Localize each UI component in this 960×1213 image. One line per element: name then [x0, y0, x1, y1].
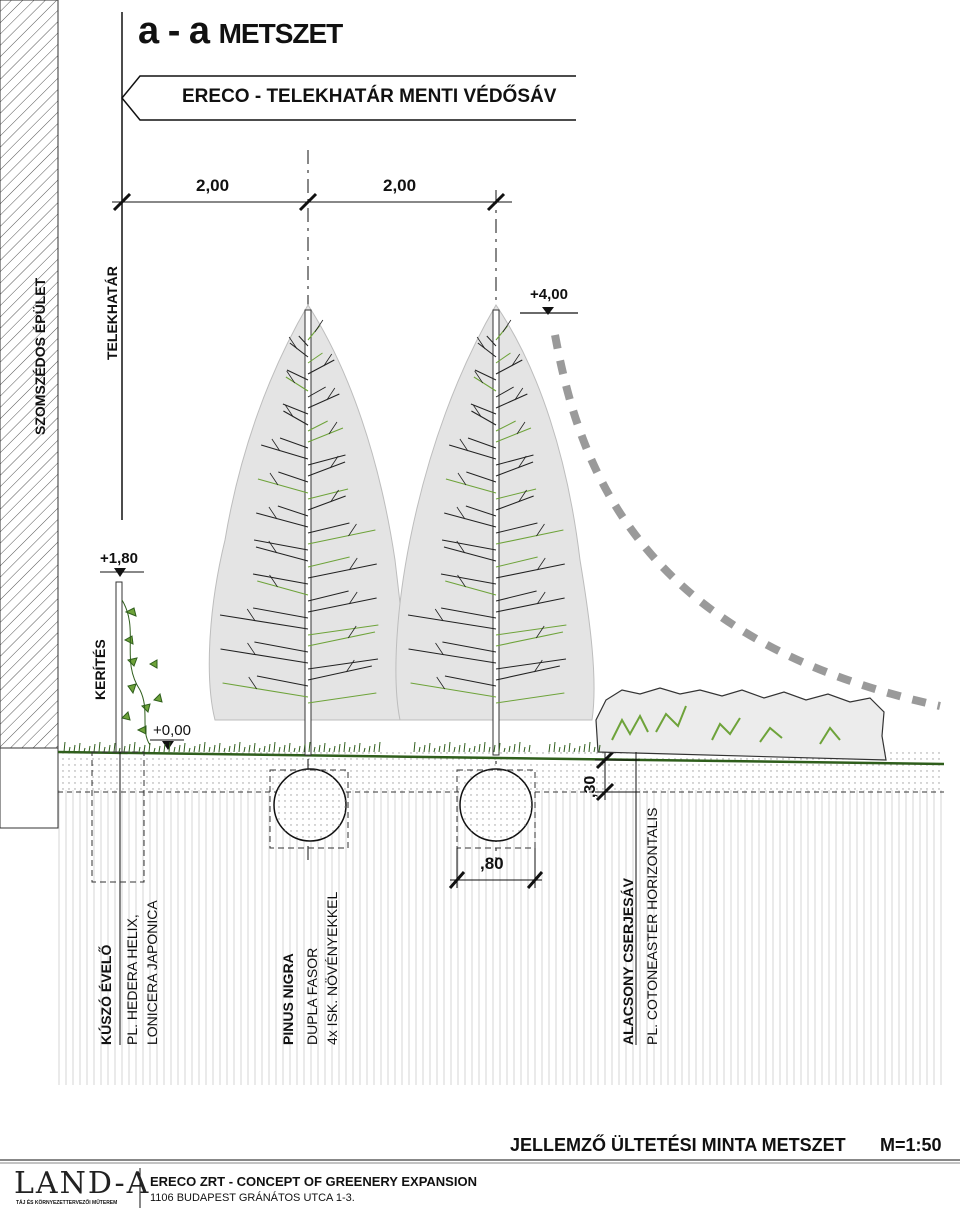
creeper-pit	[91, 751, 145, 883]
section-title-main: a - a	[138, 10, 210, 52]
footer-project: ERECO ZRT - CONCEPT OF GREENERY EXPANSIO…	[150, 1174, 477, 1189]
plant-creeper-detail-2: LONICERA JAPONICA	[144, 900, 160, 1045]
plant-shrub-name: ALACSONY CSERJESÁV	[620, 877, 636, 1045]
grass	[63, 741, 601, 753]
level-marker-icon	[542, 307, 554, 315]
neighbor-building-base	[0, 747, 59, 829]
level-marker-icon	[162, 741, 174, 750]
dimension-span-2: 2,00	[383, 176, 417, 195]
header-banner: ERECO - TELEKHATÁR MENTI VÉDŐSÁV	[182, 86, 557, 107]
climber-stem	[121, 599, 151, 746]
soil-depth-label: ,30	[582, 775, 599, 798]
property-line-label: TELEKHATÁR	[104, 266, 120, 360]
planting-pit-2	[456, 769, 536, 849]
plant-shrub-detail-1: PL. COTONEASTER HORIZONTALIS	[644, 807, 660, 1045]
level-fence-label: +1,80	[100, 550, 138, 567]
section-title-suffix: METSZET	[218, 18, 344, 49]
climber-leaves	[121, 607, 163, 735]
shrub-band	[595, 687, 887, 761]
level-marker-icon	[114, 568, 126, 577]
pit-dimension-ticks	[448, 871, 544, 889]
neighbor-building-label: SZOMSZÉDOS ÉPÜLET	[32, 277, 48, 435]
plant-pine-detail-2: 4x ISK. NÖVÉNYEKKEL	[324, 891, 340, 1045]
neighbor-building-hatch	[0, 0, 59, 749]
planting-pit-1	[269, 769, 349, 849]
plant-creeper-detail-1: PL. HEDERA HELIX,	[124, 914, 140, 1045]
plant-creeper-name: KÚSZÓ ÉVELŐ	[98, 944, 114, 1045]
root-ball-1-inner	[274, 769, 346, 841]
level-ground-label: +0,00	[153, 722, 191, 739]
shrub-green-strokes	[611, 705, 841, 745]
plant-pine-detail-1: DUPLA FASOR	[304, 947, 320, 1045]
footer-section-title: JELLEMZŐ ÜLTETÉSI MINTA METSZET	[510, 1135, 846, 1155]
tree-branches	[219, 319, 567, 704]
dimension-span-1: 2,00	[196, 176, 230, 195]
section-title: a - a METSZET	[138, 10, 344, 53]
footer-scale: M=1:50	[880, 1135, 942, 1155]
plant-pine-name: PINUS NIGRA	[280, 953, 296, 1045]
fence-post	[115, 581, 123, 753]
growth-envelope	[551, 334, 941, 710]
level-top-label: +4,00	[530, 286, 568, 303]
company-tagline: TÁJ ÉS KÖRNYEZETTERVEZŐI MŰTEREM	[16, 1200, 118, 1206]
fence-label: KERÍTÉS	[92, 639, 108, 700]
company-logo: LAND-A	[14, 1166, 151, 1201]
pit-width-label: ,80	[480, 854, 504, 873]
root-ball-2-inner	[460, 769, 532, 841]
ground-line	[57, 750, 945, 766]
footer-address: 1106 BUDAPEST GRÁNÁTOS UTCA 1-3.	[150, 1192, 355, 1204]
soil-dimension-ticks	[595, 750, 615, 802]
